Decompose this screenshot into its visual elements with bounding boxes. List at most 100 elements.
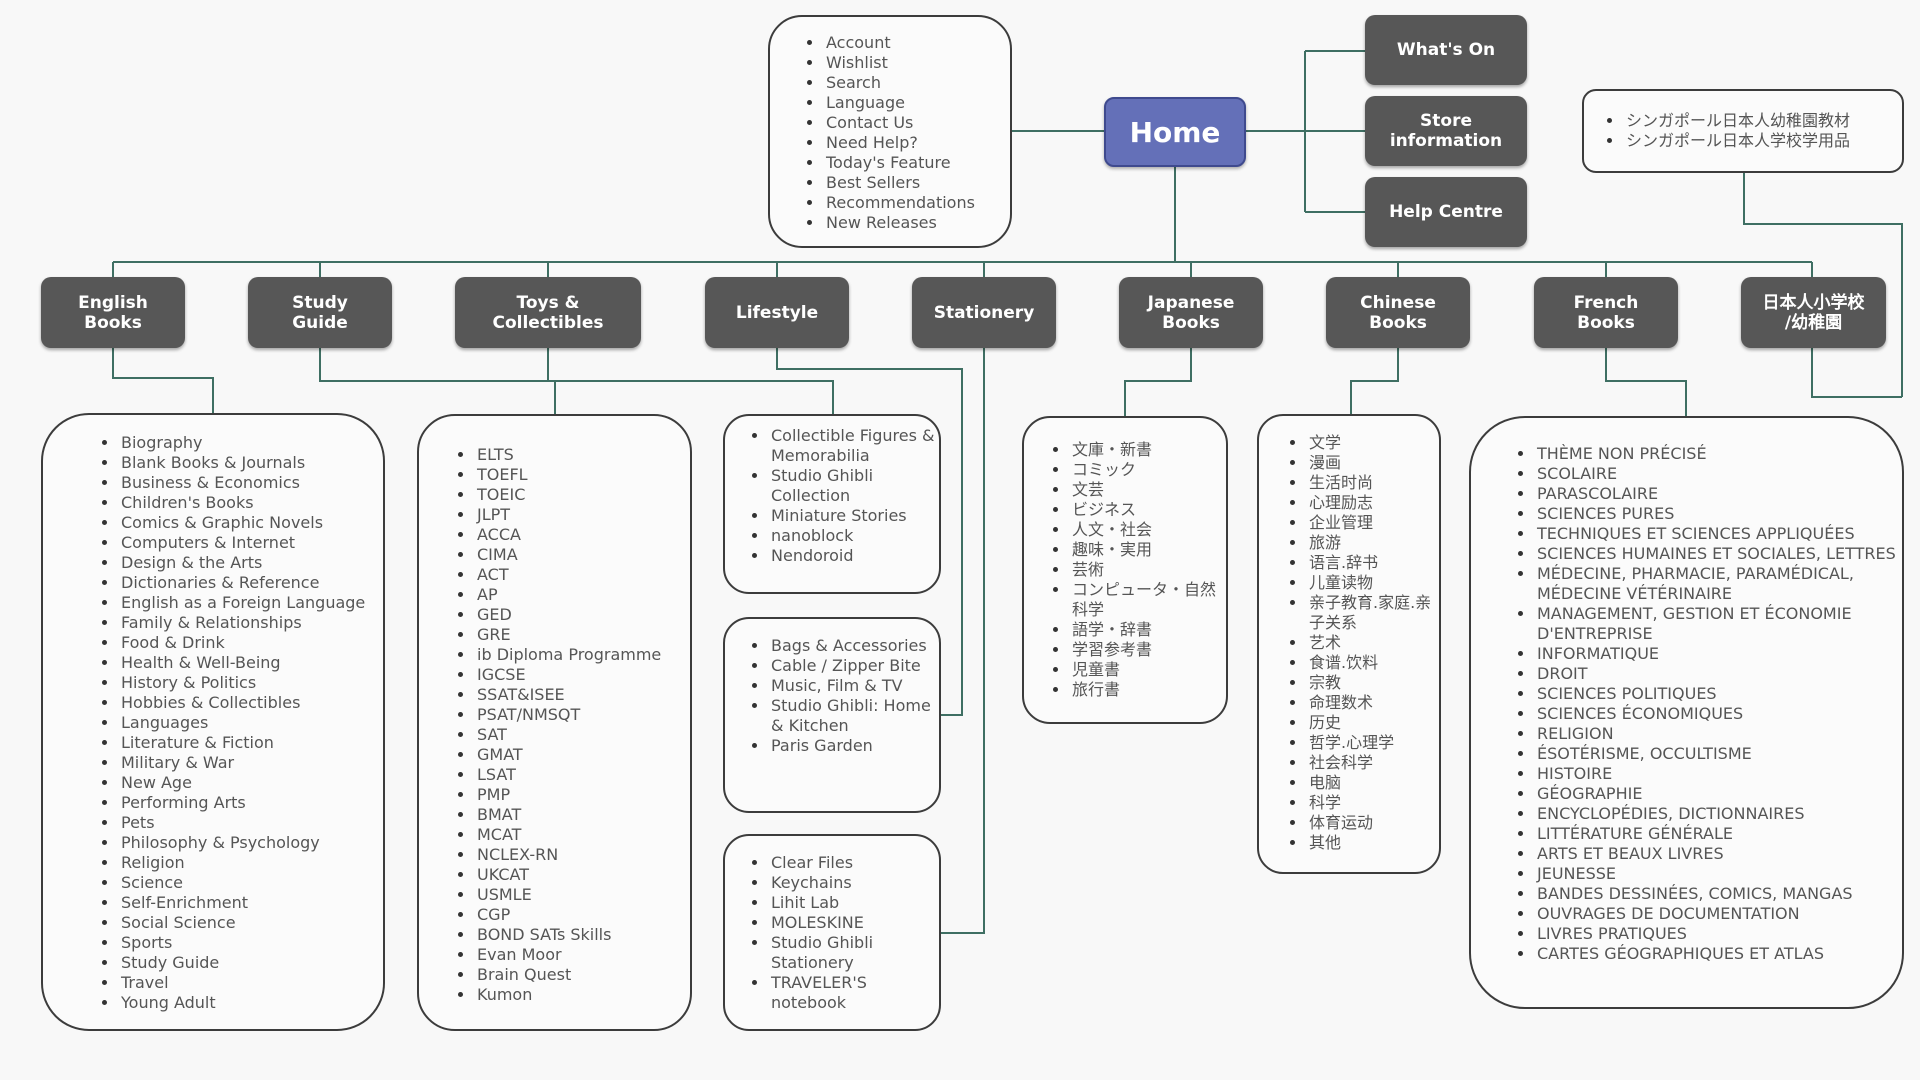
french-subcategory-item[interactable]: INFORMATIQUE [1535,644,1902,664]
english-subcategory-item[interactable]: Dictionaries & Reference [119,573,383,593]
category-chinese-books[interactable]: Chinese Books [1326,277,1470,348]
home-node[interactable]: Home [1104,97,1246,167]
stationery-subcategory-item[interactable]: Keychains [769,873,939,893]
chinese-subcategory-item[interactable]: 文学 [1307,433,1439,453]
toys-subcategory-item[interactable]: Miniature Stories [769,506,939,526]
chinese-subcategory-item[interactable]: 社会科学 [1307,753,1439,773]
english-subcategory-item[interactable]: Biography [119,433,383,453]
utility-link-item[interactable]: Account [824,33,1010,53]
lifestyle-subcategory-item[interactable]: Bags & Accessories [769,636,939,656]
japanese-subcategory-item[interactable]: 旅行書 [1070,680,1226,700]
english-subcategory-item[interactable]: Science [119,873,383,893]
english-subcategory-item[interactable]: Social Science [119,913,383,933]
french-subcategory-item[interactable]: ÉSOTÉRISME, OCCULTISME [1535,744,1902,764]
toys-subcategory-item[interactable]: Nendoroid [769,546,939,566]
english-subcategory-item[interactable]: Health & Well-Being [119,653,383,673]
studyguide-subcategory-item[interactable]: BOND SATs Skills [475,925,690,945]
category-study-guide[interactable]: Study Guide [248,277,392,348]
studyguide-subcategory-item[interactable]: ib Diploma Programme [475,645,690,665]
french-subcategory-item[interactable]: JEUNESSE [1535,864,1902,884]
category-japanese-books[interactable]: Japanese Books [1119,277,1263,348]
french-subcategory-item[interactable]: TECHNIQUES ET SCIENCES APPLIQUÉES [1535,524,1902,544]
studyguide-subcategory-item[interactable]: TOEFL [475,465,690,485]
french-subcategory-item[interactable]: ENCYCLOPÉDIES, DICTIONNAIRES [1535,804,1902,824]
french-subcategory-item[interactable]: RELIGION [1535,724,1902,744]
utility-link-item[interactable]: New Releases [824,213,1010,233]
french-subcategory-item[interactable]: CARTES GÉOGRAPHIQUES ET ATLAS [1535,944,1902,964]
chinese-subcategory-item[interactable]: 旅游 [1307,533,1439,553]
japanese-subcategory-item[interactable]: ビジネス [1070,500,1226,520]
studyguide-subcategory-item[interactable]: ACCA [475,525,690,545]
french-subcategory-item[interactable]: LIVRES PRATIQUES [1535,924,1902,944]
toys-subcategory-item[interactable]: Collectible Figures & Memorabilia [769,426,939,466]
chinese-subcategory-item[interactable]: 命理数术 [1307,693,1439,713]
chinese-subcategory-item[interactable]: 漫画 [1307,453,1439,473]
japanese-subcategory-item[interactable]: 学習参考書 [1070,640,1226,660]
english-subcategory-item[interactable]: Study Guide [119,953,383,973]
studyguide-subcategory-item[interactable]: CGP [475,905,690,925]
utility-link-item[interactable]: Contact Us [824,113,1010,133]
english-subcategory-item[interactable]: Pets [119,813,383,833]
chinese-subcategory-item[interactable]: 语言.辞书 [1307,553,1439,573]
studyguide-subcategory-item[interactable]: AP [475,585,690,605]
english-subcategory-item[interactable]: Self-Enrichment [119,893,383,913]
french-subcategory-item[interactable]: SCIENCES PURES [1535,504,1902,524]
japanese-subcategory-item[interactable]: 文芸 [1070,480,1226,500]
lifestyle-subcategory-item[interactable]: Paris Garden [769,736,939,756]
english-subcategory-item[interactable]: Computers & Internet [119,533,383,553]
japanese-subcategory-item[interactable]: 語学・辞書 [1070,620,1226,640]
studyguide-subcategory-item[interactable]: IGCSE [475,665,690,685]
chinese-subcategory-item[interactable]: 其他 [1307,833,1439,853]
english-subcategory-item[interactable]: Design & the Arts [119,553,383,573]
studyguide-subcategory-item[interactable]: TOEIC [475,485,690,505]
french-subcategory-item[interactable]: PARASCOLAIRE [1535,484,1902,504]
stationery-subcategory-item[interactable]: MOLESKINE [769,913,939,933]
japanese-subcategory-item[interactable]: 芸術 [1070,560,1226,580]
lifestyle-subcategory-item[interactable]: Studio Ghibli: Home & Kitchen [769,696,939,736]
japanese-subcategory-item[interactable]: 児童書 [1070,660,1226,680]
english-subcategory-item[interactable]: Hobbies & Collectibles [119,693,383,713]
chinese-subcategory-item[interactable]: 企业管理 [1307,513,1439,533]
english-subcategory-item[interactable]: Religion [119,853,383,873]
chinese-subcategory-item[interactable]: 亲子教育.家庭.亲子关系 [1307,593,1439,633]
french-subcategory-item[interactable]: SCIENCES POLITIQUES [1535,684,1902,704]
lifestyle-subcategory-item[interactable]: Music, Film & TV [769,676,939,696]
studyguide-subcategory-item[interactable]: CIMA [475,545,690,565]
french-subcategory-item[interactable]: SCOLAIRE [1535,464,1902,484]
toys-subcategory-item[interactable]: nanoblock [769,526,939,546]
english-subcategory-item[interactable]: Children's Books [119,493,383,513]
utility-link-item[interactable]: Best Sellers [824,173,1010,193]
french-subcategory-item[interactable]: MANAGEMENT, GESTION ET ÉCONOMIE D'ENTREP… [1535,604,1902,644]
french-subcategory-item[interactable]: SCIENCES HUMAINES ET SOCIALES, LETTRES [1535,544,1902,564]
japanese-subcategory-item[interactable]: コンピュータ・自然科学 [1070,580,1226,620]
chinese-subcategory-item[interactable]: 宗教 [1307,673,1439,693]
studyguide-subcategory-item[interactable]: BMAT [475,805,690,825]
japanese-subcategory-item[interactable]: 人文・社会 [1070,520,1226,540]
studyguide-subcategory-item[interactable]: Kumon [475,985,690,1005]
french-subcategory-item[interactable]: MÉDECINE, PHARMACIE, PARAMÉDICAL, MÉDECI… [1535,564,1902,604]
japanese-subcategory-item[interactable]: 文庫・新書 [1070,440,1226,460]
french-subcategory-item[interactable]: BANDES DESSINÉES, COMICS, MANGAS [1535,884,1902,904]
english-subcategory-item[interactable]: Comics & Graphic Novels [119,513,383,533]
english-subcategory-item[interactable]: Performing Arts [119,793,383,813]
english-subcategory-item[interactable]: Family & Relationships [119,613,383,633]
studyguide-subcategory-item[interactable]: GRE [475,625,690,645]
english-subcategory-item[interactable]: Philosophy & Psychology [119,833,383,853]
studyguide-subcategory-item[interactable]: GED [475,605,690,625]
category-english-books[interactable]: English Books [41,277,185,348]
studyguide-subcategory-item[interactable]: SAT [475,725,690,745]
chinese-subcategory-item[interactable]: 哲学.心理学 [1307,733,1439,753]
utility-link-item[interactable]: Wishlist [824,53,1010,73]
french-subcategory-item[interactable]: OUVRAGES DE DOCUMENTATION [1535,904,1902,924]
french-subcategory-item[interactable]: THÈME NON PRÉCISÉ [1535,444,1902,464]
english-subcategory-item[interactable]: Business & Economics [119,473,383,493]
category-toys-collectibles[interactable]: Toys & Collectibles [455,277,641,348]
lifestyle-subcategory-item[interactable]: Cable / Zipper Bite [769,656,939,676]
english-subcategory-item[interactable]: Languages [119,713,383,733]
chinese-subcategory-item[interactable]: 心理励志 [1307,493,1439,513]
utility-link-item[interactable]: Search [824,73,1010,93]
store-information-node[interactable]: Store information [1365,96,1527,166]
studyguide-subcategory-item[interactable]: LSAT [475,765,690,785]
studyguide-subcategory-item[interactable]: USMLE [475,885,690,905]
utility-link-item[interactable]: Today's Feature [824,153,1010,173]
